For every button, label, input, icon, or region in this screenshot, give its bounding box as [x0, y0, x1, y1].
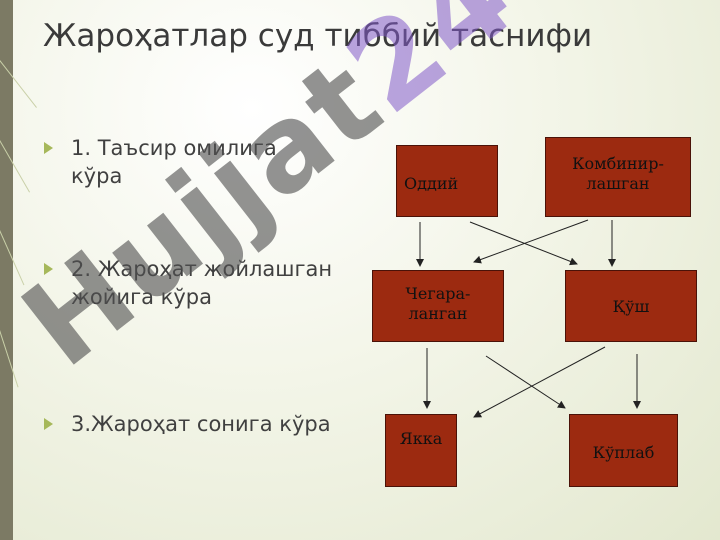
triangle-bullet-icon — [44, 263, 53, 275]
arrow-chegara-kuplab — [485, 355, 566, 409]
bullet-text: 1. Таъсир омилига кўра — [71, 136, 277, 188]
slide-title: Жароҳатлар суд тиббий таснифи — [43, 18, 593, 54]
bullet-item: 2. Жароҳат жойлашган жойига кўра — [44, 255, 334, 311]
node-qush: Қўш — [565, 270, 697, 342]
left-decor-bar — [0, 0, 13, 540]
node-chegara: Чегара-ланган — [372, 270, 504, 342]
bullet-item: 1. Таъсир омилига кўра — [44, 134, 334, 190]
bullet-item: 3.Жароҳат сонига кўра — [44, 410, 334, 438]
node-kuplab: Кўплаб — [569, 414, 678, 487]
arrow-qush-yakka — [473, 346, 606, 418]
bullet-text: 3.Жароҳат сонига кўра — [71, 412, 331, 436]
arrow-kombinir-chegara — [473, 219, 589, 264]
triangle-bullet-icon — [44, 418, 53, 430]
node-yakka: Якка — [385, 414, 457, 487]
node-kombinir: Комбинир-лашган — [545, 137, 691, 217]
triangle-bullet-icon — [44, 142, 53, 154]
node-oddiy: Оддий — [396, 145, 498, 217]
bullet-text: 2. Жароҳат жойлашган жойига кўра — [71, 257, 333, 309]
arrow-oddiy-qush — [469, 221, 578, 266]
